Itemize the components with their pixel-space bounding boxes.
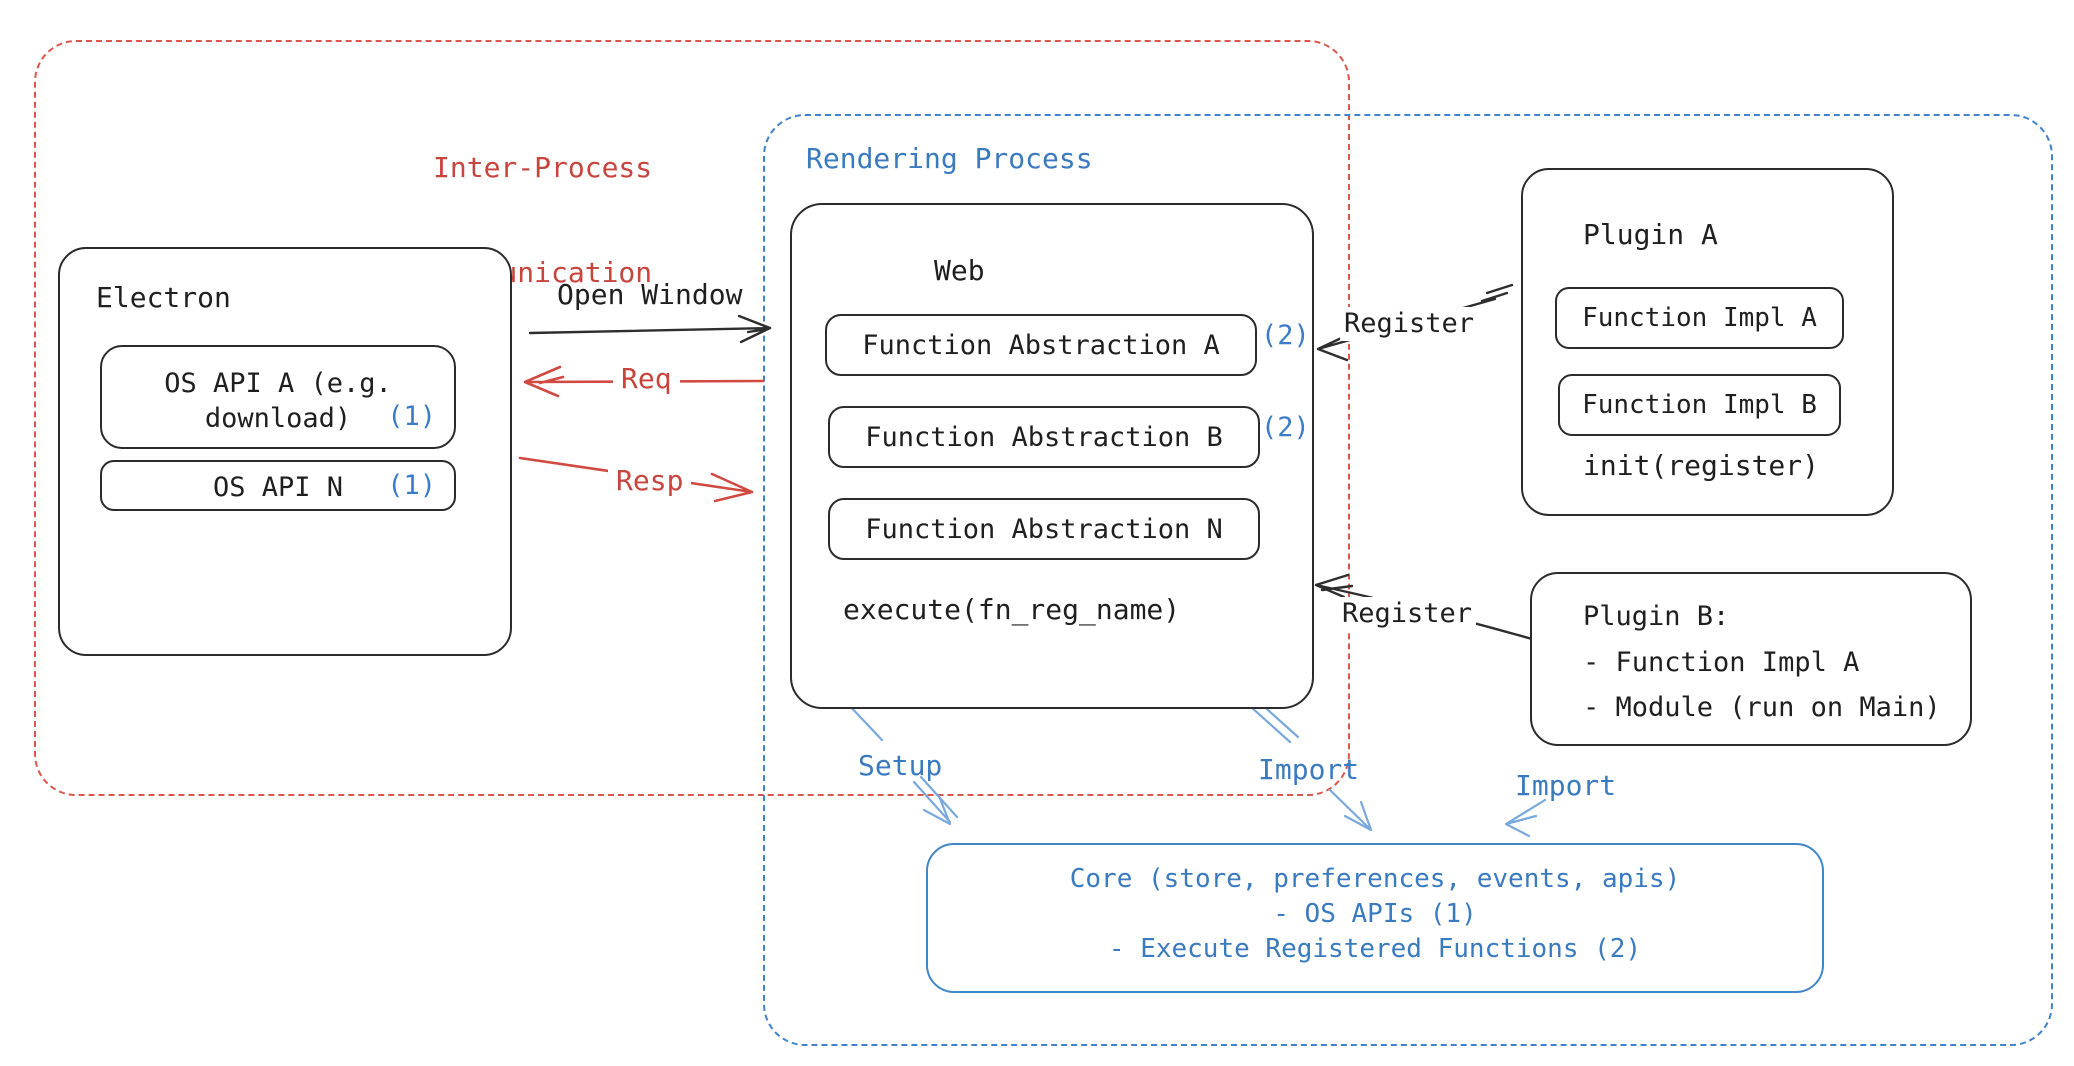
electron-title: Electron	[96, 281, 231, 314]
plugin-a-init-label: init(register)	[1583, 449, 1820, 482]
register-bottom-label: Register	[1338, 597, 1477, 631]
import-mid-label: Import	[1258, 753, 1360, 786]
function-impl-a-label: Function Impl A	[1582, 303, 1817, 333]
electron-box: Electron OS API A (e.g. download) (1) OS…	[58, 247, 512, 656]
plugin-a-title: Plugin A	[1583, 218, 1718, 251]
plugin-b-box: Plugin B: - Function Impl A - Module (ru…	[1530, 572, 1972, 746]
os-api-n-box: OS API N (1)	[100, 460, 456, 511]
plugin-b-item-2: - Module (run on Main)	[1583, 692, 1941, 723]
execute-label: execute(fn_reg_name)	[843, 593, 1181, 626]
rendering-group-frame	[763, 114, 2053, 1046]
function-abstraction-b-box: Function Abstraction B	[828, 406, 1260, 468]
open-window-label: Open Window	[557, 278, 743, 311]
function-abstraction-b-badge: (2)	[1261, 412, 1310, 443]
plugin-b-item-1: - Function Impl A	[1583, 647, 1860, 678]
os-api-a-line2: download)	[204, 403, 352, 434]
function-abstraction-a-badge: (2)	[1261, 320, 1310, 351]
core-line2: - OS APIs (1)	[1273, 899, 1477, 929]
plugin-b-title: Plugin B:	[1583, 601, 1730, 632]
function-abstraction-a-box: Function Abstraction A	[825, 314, 1257, 376]
core-box: Core (store, preferences, events, apis) …	[926, 843, 1824, 993]
setup-label: Setup	[858, 749, 943, 782]
os-api-a-line1: OS API A (e.g.	[164, 368, 392, 399]
function-impl-b-box: Function Impl B	[1558, 374, 1841, 436]
function-impl-a-box: Function Impl A	[1555, 287, 1844, 349]
function-abstraction-n-label: Function Abstraction N	[865, 513, 1223, 545]
register-top-label: Register	[1340, 307, 1479, 341]
import-right-label: Import	[1515, 769, 1617, 802]
function-abstraction-n-box: Function Abstraction N	[828, 498, 1260, 560]
ipc-label-line1: Inter-Process	[433, 151, 653, 184]
os-api-a-badge: (1)	[387, 401, 436, 432]
function-impl-b-label: Function Impl B	[1582, 390, 1817, 420]
resp-label: Resp	[608, 463, 692, 498]
function-abstraction-b-label: Function Abstraction B	[865, 421, 1223, 453]
function-abstraction-a-label: Function Abstraction A	[862, 329, 1220, 361]
plugin-a-box: Plugin A Function Impl A Function Impl B…	[1521, 168, 1894, 516]
web-box: Web Function Abstraction A Function Abst…	[790, 203, 1314, 709]
req-label: Req	[613, 361, 680, 396]
os-api-a-box: OS API A (e.g. download) (1)	[100, 345, 456, 449]
rendering-group-label: Rendering Process	[806, 142, 1093, 175]
os-api-n-badge: (1)	[387, 470, 436, 501]
core-line3: - Execute Registered Functions (2)	[1108, 934, 1642, 964]
ipc-group-frame	[34, 40, 1350, 796]
os-api-n-label: OS API N	[212, 472, 344, 503]
web-title: Web	[934, 254, 985, 287]
core-line1: Core (store, preferences, events, apis)	[1069, 864, 1681, 894]
